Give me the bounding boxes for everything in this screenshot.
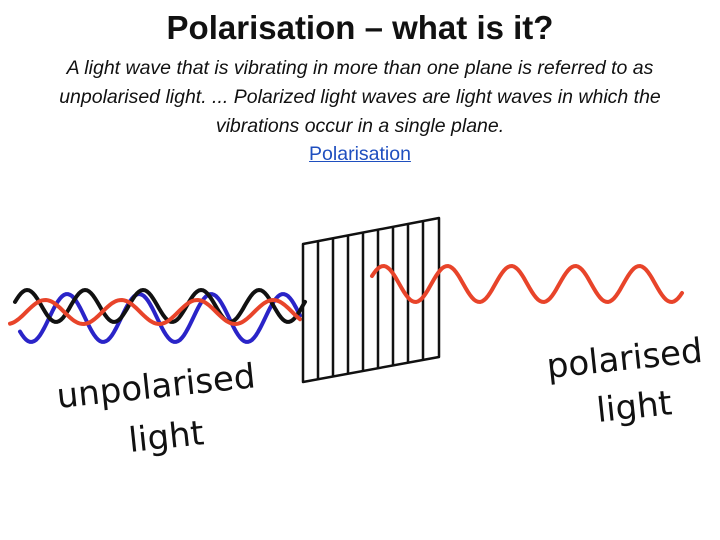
filter-slits: [316, 221, 425, 380]
unpolarised-wave-black: [13, 287, 307, 324]
filter-frame: [301, 216, 441, 384]
polarisation-link[interactable]: Polarisation: [309, 143, 411, 165]
slide-title: Polarisation – what is it?: [166, 9, 554, 46]
polarising-filter: [301, 216, 441, 384]
label-unpolarised-light: light: [127, 413, 206, 461]
polarised-wave-red: [370, 263, 684, 305]
unpolarised-wave-red: [8, 297, 302, 327]
slide-description: A light wave that is vibrating in more t…: [59, 57, 661, 137]
label-polarised: polarised: [545, 331, 705, 387]
polarisation-link-container: Polarisation: [0, 141, 720, 167]
label-unpolarised: unpolarised: [55, 356, 257, 417]
label-polarised-light: light: [595, 383, 674, 431]
